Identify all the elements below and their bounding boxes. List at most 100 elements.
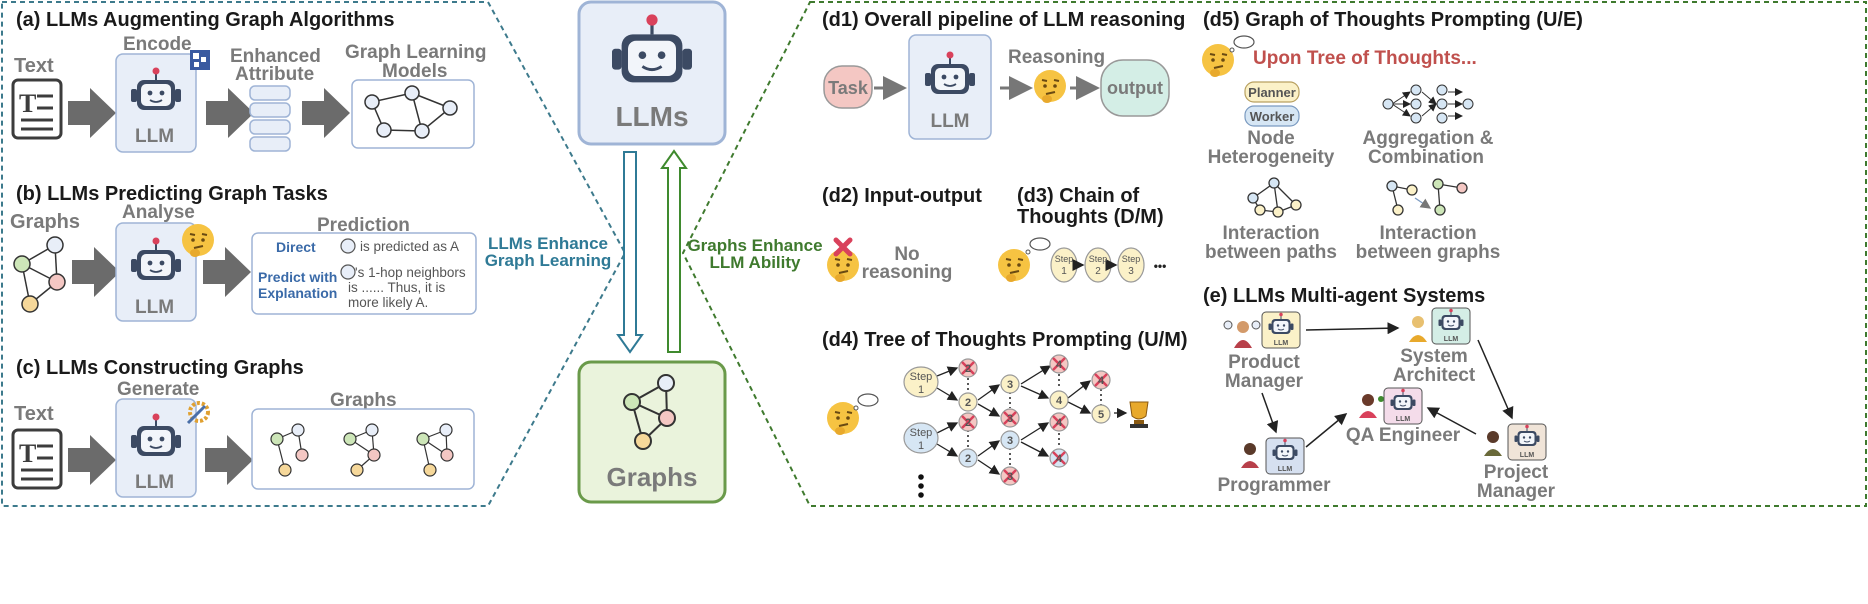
step-number: 1 bbox=[1061, 266, 1067, 277]
document-icon bbox=[11, 78, 63, 140]
step-label: Step bbox=[910, 371, 933, 383]
step-number: 1 bbox=[918, 440, 924, 452]
tree-node-label: 5 bbox=[1098, 409, 1104, 421]
tree-node-label: 4 bbox=[1056, 359, 1063, 371]
section-d1-title: (d1) Overall pipeline of LLM reasoning bbox=[822, 9, 1185, 31]
c-generate-label: Generate bbox=[117, 379, 199, 400]
tree-node-label: 3 bbox=[1007, 471, 1013, 483]
big-arrow-icon bbox=[72, 247, 120, 297]
b-direct-text: is predicted as A bbox=[360, 239, 459, 254]
a-encode-label: Encode bbox=[123, 34, 192, 55]
person-icon bbox=[1359, 394, 1384, 418]
d5-graphs-label-2: between graphs bbox=[1356, 242, 1501, 263]
tree-node-label: 4 bbox=[1056, 453, 1063, 465]
d5-graphs-label-1: Interaction bbox=[1379, 223, 1476, 244]
e-sa-label-2: Architect bbox=[1393, 365, 1476, 386]
d5-planner-label: Planner bbox=[1248, 85, 1296, 100]
b-expl-2: is ...... Thus, it is bbox=[348, 280, 446, 295]
chain-of-thoughts bbox=[1050, 247, 1145, 283]
b-llm-label: LLM bbox=[135, 297, 174, 318]
b-graphs-label: Graphs bbox=[10, 211, 80, 233]
tree-node-label: 3 bbox=[1007, 435, 1013, 447]
qr-icon bbox=[190, 50, 210, 70]
graph-icon bbox=[416, 423, 454, 477]
b-analyse-label: Analyse bbox=[122, 202, 195, 223]
tree-node-label: 2 bbox=[965, 417, 971, 429]
center-left-label-2: Graph Learning bbox=[485, 251, 612, 270]
step-label: Step bbox=[1055, 254, 1074, 264]
graph-icon bbox=[623, 374, 676, 450]
d5-agg-label-2: Combination bbox=[1368, 147, 1484, 168]
d1-reasoning-label: Reasoning bbox=[1008, 47, 1105, 68]
big-arrow-icon bbox=[205, 435, 253, 485]
thinking-face-icon bbox=[1033, 69, 1067, 104]
tree-of-thoughts-dots bbox=[967, 374, 1102, 465]
thinking-face-icon bbox=[1201, 43, 1235, 78]
tree-node-label: 2 bbox=[965, 363, 971, 375]
tree-node-label: 4 bbox=[1056, 395, 1063, 407]
agent-llm-label: LLM bbox=[1396, 416, 1411, 423]
section-d5-title: (d5) Graph of Thoughts Prompting (U/E) bbox=[1203, 9, 1583, 31]
tree-node-step1 bbox=[903, 366, 939, 454]
e-sa-label-1: System bbox=[1400, 346, 1468, 367]
up-arrow-icon bbox=[660, 149, 688, 353]
d5-paths-label-1: Interaction bbox=[1222, 223, 1319, 244]
section-d3-title-2: Thoughts (D/M) bbox=[1017, 206, 1164, 228]
step-label: Step bbox=[1089, 254, 1108, 264]
b-expl-1: 's 1-hop neighbors bbox=[355, 265, 466, 280]
section-d2-title: (d2) Input-output bbox=[822, 185, 982, 207]
person-icon bbox=[1409, 316, 1427, 342]
step-number: 3 bbox=[1128, 266, 1134, 277]
thought-bubble-icon bbox=[1025, 237, 1051, 255]
e-qa-label: QA Engineer bbox=[1346, 425, 1461, 446]
graph-icon bbox=[1247, 177, 1302, 218]
b-direct-label: Direct bbox=[276, 239, 316, 255]
section-a-title: (a) LLMs Augmenting Graph Algorithms bbox=[16, 9, 395, 31]
thinking-face-icon bbox=[997, 248, 1031, 283]
b-prediction-label: Prediction bbox=[317, 215, 410, 236]
person-icon bbox=[1223, 320, 1261, 348]
center-right-label-2: LLM Ability bbox=[710, 253, 802, 272]
d2-no-label: No bbox=[894, 244, 919, 265]
b-predict-label-1: Predict with bbox=[258, 269, 337, 285]
graph-icon bbox=[1386, 178, 1468, 216]
down-arrow-icon bbox=[616, 151, 644, 354]
planner-badge bbox=[1244, 81, 1300, 103]
center-right-label-1: Graphs Enhance bbox=[687, 236, 822, 255]
d1-task-label: Task bbox=[828, 78, 869, 98]
center-graphs-label: Graphs bbox=[606, 462, 697, 492]
agent-llm-label: LLM bbox=[1444, 336, 1459, 343]
d1-llm-label: LLM bbox=[930, 111, 969, 132]
aggregation-icon bbox=[1382, 84, 1474, 124]
cross-icon bbox=[961, 357, 1108, 483]
a-models-label-2: Models bbox=[382, 61, 447, 82]
vertical-dots bbox=[918, 474, 924, 498]
big-arrow-icon bbox=[206, 88, 254, 138]
output-node bbox=[1100, 59, 1170, 117]
e-proj-label-1: Project bbox=[1484, 462, 1549, 483]
gear-icon bbox=[186, 401, 210, 425]
thought-bubble-icon bbox=[853, 393, 879, 411]
d1-output-label: output bbox=[1107, 78, 1163, 98]
a-enhanced-label-2: Attribute bbox=[235, 64, 314, 85]
a-models-label-1: Graph Learning bbox=[345, 42, 486, 63]
big-arrow-icon bbox=[203, 247, 251, 297]
b-expl-3: more likely A. bbox=[348, 295, 428, 310]
tree-of-thoughts-edges bbox=[936, 365, 1128, 475]
tree-node-label: 4 bbox=[1098, 375, 1105, 387]
c-text-label: Text bbox=[14, 403, 54, 425]
document-icon bbox=[11, 428, 63, 490]
graph-icon bbox=[13, 236, 66, 313]
e-pm-label-2: Manager bbox=[1225, 371, 1304, 392]
section-d3-title-1: (d3) Chain of bbox=[1017, 185, 1140, 207]
d2-reasoning-label: reasoning bbox=[862, 262, 953, 283]
person-icon bbox=[1241, 443, 1259, 468]
tree-node-label: 3 bbox=[1007, 413, 1013, 425]
prediction-box bbox=[251, 232, 477, 315]
section-c-title: (c) LLMs Constructing Graphs bbox=[16, 357, 304, 379]
a-enhanced-label-1: Enhanced bbox=[230, 46, 321, 67]
right-panel-border bbox=[681, 1, 1867, 507]
graphs-box bbox=[251, 408, 475, 490]
e-prog-label: Programmer bbox=[1218, 475, 1332, 496]
tree-nodes bbox=[958, 354, 1111, 486]
